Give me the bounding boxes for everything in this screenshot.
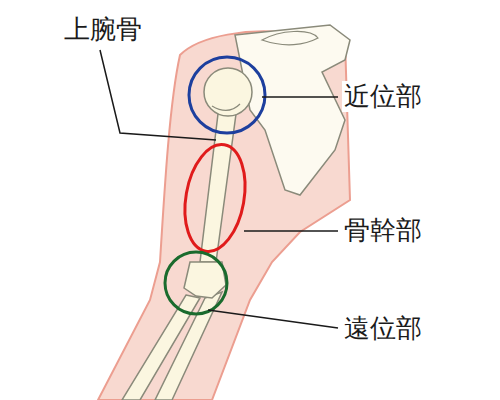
distal-circle	[165, 252, 227, 314]
leader-line	[262, 96, 338, 98]
humerus-shaft	[200, 114, 236, 262]
leader-line	[100, 50, 216, 140]
part-label: 近位部	[342, 81, 424, 112]
humerus-distal	[184, 262, 226, 298]
acromion	[262, 31, 318, 44]
shaft-circle	[177, 140, 253, 256]
part-label: 上腕骨	[62, 14, 144, 45]
part-label: 遠位部	[342, 313, 424, 344]
proximal-circle	[189, 57, 265, 133]
part-label: 骨幹部	[342, 215, 424, 246]
humerus-neck	[212, 104, 240, 110]
leader-line	[208, 310, 338, 328]
humerus-head	[204, 68, 252, 116]
leader-line	[244, 230, 338, 232]
scapula	[235, 25, 350, 195]
